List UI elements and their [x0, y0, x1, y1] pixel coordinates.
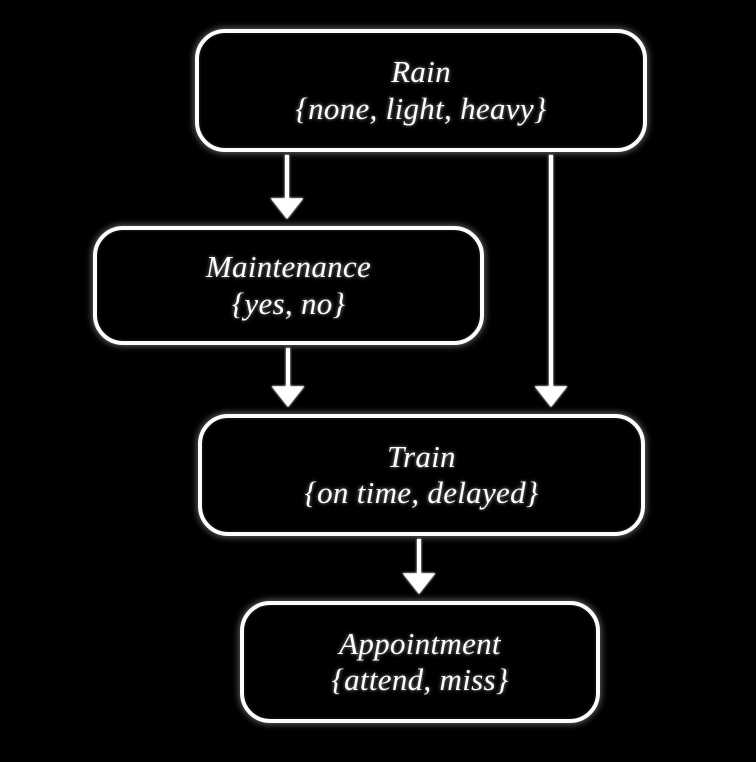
node-appointment-label: Appointment	[339, 625, 501, 661]
node-appointment-states: {attend, miss}	[331, 662, 509, 698]
node-rain-label: Rain	[391, 54, 451, 90]
node-train-label: Train	[387, 438, 456, 474]
node-rain-states: {none, light, heavy}	[295, 90, 547, 126]
node-train[interactable]: Train {on time, delayed}	[198, 414, 645, 536]
node-rain[interactable]: Rain {none, light, heavy}	[195, 29, 647, 152]
node-maintenance-label: Maintenance	[205, 249, 372, 285]
node-maintenance[interactable]: Maintenance {yes, no}	[93, 226, 484, 345]
node-maintenance-states: {yes, no}	[231, 285, 346, 321]
node-appointment[interactable]: Appointment {attend, miss}	[240, 601, 600, 723]
node-train-states: {on time, delayed}	[304, 475, 539, 511]
